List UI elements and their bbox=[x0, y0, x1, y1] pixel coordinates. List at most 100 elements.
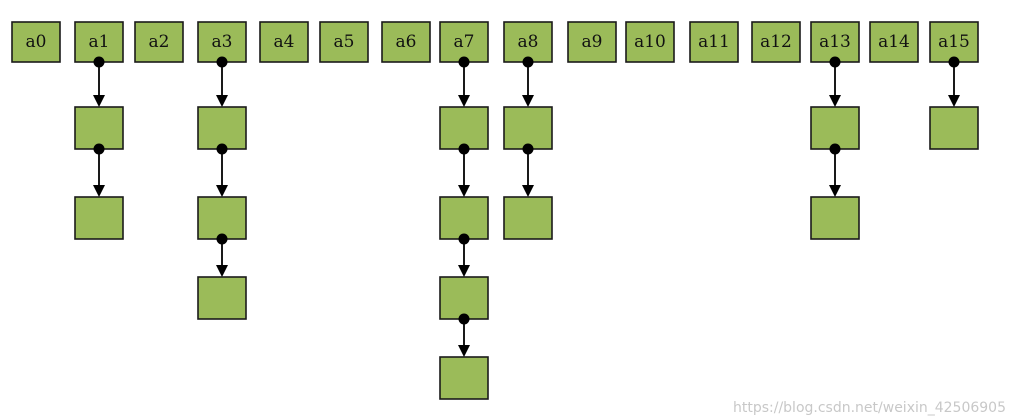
pointer-arrowhead bbox=[829, 185, 841, 197]
pointer-origin-dot bbox=[829, 56, 841, 68]
pointer-origin-dot bbox=[829, 143, 841, 155]
pointer-origin-dot bbox=[216, 233, 228, 245]
bucket-label: a9 bbox=[582, 32, 603, 52]
bucket-cell bbox=[319, 21, 369, 63]
bucket-label: a3 bbox=[212, 32, 233, 52]
bucket-cell bbox=[259, 21, 309, 63]
bucket-a1: a1 bbox=[74, 21, 124, 63]
pointer-origin-dot bbox=[522, 143, 534, 155]
bucket-cell bbox=[810, 21, 860, 63]
bucket-a13: a13 bbox=[810, 21, 860, 63]
pointer-origin-dot bbox=[458, 56, 470, 68]
pointer-arrowhead bbox=[216, 95, 228, 107]
chain-node-a7-2 bbox=[439, 196, 489, 240]
chain-node-a7-4 bbox=[439, 356, 489, 400]
chain-node-a1-1 bbox=[74, 106, 124, 150]
bucket-cell bbox=[625, 21, 675, 63]
bucket-a14: a14 bbox=[869, 21, 919, 63]
pointer-origin-dot bbox=[93, 56, 105, 68]
pointer-a3-3 bbox=[216, 233, 228, 277]
pointer-arrowhead bbox=[458, 185, 470, 197]
pointer-a1-2 bbox=[93, 143, 105, 197]
bucket-a5: a5 bbox=[319, 21, 369, 63]
bucket-cell bbox=[134, 21, 184, 63]
pointer-arrowhead bbox=[829, 95, 841, 107]
bucket-cell bbox=[567, 21, 617, 63]
pointer-arrowhead bbox=[458, 95, 470, 107]
bucket-a10: a10 bbox=[625, 21, 675, 63]
bucket-cell bbox=[439, 21, 489, 63]
pointer-a8-1 bbox=[522, 56, 534, 107]
pointer-origin-dot bbox=[458, 143, 470, 155]
bucket-label: a6 bbox=[396, 32, 417, 52]
bucket-label: a1 bbox=[89, 32, 110, 52]
bucket-cell bbox=[751, 21, 801, 63]
pointer-origin-dot bbox=[216, 143, 228, 155]
pointer-origin-dot bbox=[93, 143, 105, 155]
bucket-a2: a2 bbox=[134, 21, 184, 63]
bucket-label: a7 bbox=[454, 32, 475, 52]
pointer-a7-2 bbox=[458, 143, 470, 197]
bucket-label: a13 bbox=[819, 32, 851, 52]
pointer-a13-2 bbox=[829, 143, 841, 197]
pointer-a3-2 bbox=[216, 143, 228, 197]
pointer-origin-dot bbox=[216, 56, 228, 68]
bucket-label: a10 bbox=[634, 32, 666, 52]
chain-node-a3-3 bbox=[197, 276, 247, 320]
pointer-a7-1 bbox=[458, 56, 470, 107]
pointer-a8-2 bbox=[522, 143, 534, 197]
pointer-origin-dot bbox=[948, 56, 960, 68]
pointer-a7-4 bbox=[458, 313, 470, 357]
pointer-origin-dot bbox=[522, 56, 534, 68]
bucket-label: a11 bbox=[698, 32, 730, 52]
pointer-a7-3 bbox=[458, 233, 470, 277]
bucket-label: a5 bbox=[334, 32, 355, 52]
pointer-a3-1 bbox=[216, 56, 228, 107]
pointer-arrowhead bbox=[458, 345, 470, 357]
bucket-a15: a15 bbox=[929, 21, 979, 63]
bucket-label: a2 bbox=[149, 32, 170, 52]
pointer-origin-dot bbox=[458, 233, 470, 245]
pointer-arrowhead bbox=[93, 95, 105, 107]
pointer-arrowhead bbox=[458, 265, 470, 277]
pointer-arrowhead bbox=[522, 95, 534, 107]
chain-node-a3-1 bbox=[197, 106, 247, 150]
bucket-label: a12 bbox=[760, 32, 792, 52]
pointer-arrowhead bbox=[522, 185, 534, 197]
bucket-a0: a0 bbox=[11, 21, 61, 63]
chain-node-a3-2 bbox=[197, 196, 247, 240]
bucket-label: a15 bbox=[938, 32, 970, 52]
bucket-a11: a11 bbox=[689, 21, 739, 63]
chain-node-a1-2 bbox=[74, 196, 124, 240]
watermark-text: https://blog.csdn.net/weixin_42506905 bbox=[732, 400, 1006, 416]
bucket-a8: a8 bbox=[503, 21, 553, 63]
bucket-cell bbox=[929, 21, 979, 63]
bucket-a7: a7 bbox=[439, 21, 489, 63]
bucket-label: a14 bbox=[878, 32, 910, 52]
bucket-label: a4 bbox=[274, 32, 295, 52]
pointer-a15-1 bbox=[948, 56, 960, 107]
chain-node-a15-1 bbox=[929, 106, 979, 150]
chain-node-a13-1 bbox=[810, 106, 860, 150]
bucket-a12: a12 bbox=[751, 21, 801, 63]
pointer-arrowhead bbox=[216, 185, 228, 197]
bucket-cell bbox=[381, 21, 431, 63]
bucket-a4: a4 bbox=[259, 21, 309, 63]
bucket-cell bbox=[689, 21, 739, 63]
chain-node-a7-1 bbox=[439, 106, 489, 150]
bucket-a6: a6 bbox=[381, 21, 431, 63]
chain-node-a13-2 bbox=[810, 196, 860, 240]
chain-node-a8-2 bbox=[503, 196, 553, 240]
pointer-arrowhead bbox=[93, 185, 105, 197]
bucket-cell bbox=[197, 21, 247, 63]
chain-node-a7-3 bbox=[439, 276, 489, 320]
bucket-cell bbox=[869, 21, 919, 63]
pointer-arrowhead bbox=[948, 95, 960, 107]
pointer-arrowhead bbox=[216, 265, 228, 277]
pointer-a1-1 bbox=[93, 56, 105, 107]
bucket-a9: a9 bbox=[567, 21, 617, 63]
bucket-a3: a3 bbox=[197, 21, 247, 63]
bucket-cell bbox=[11, 21, 61, 63]
